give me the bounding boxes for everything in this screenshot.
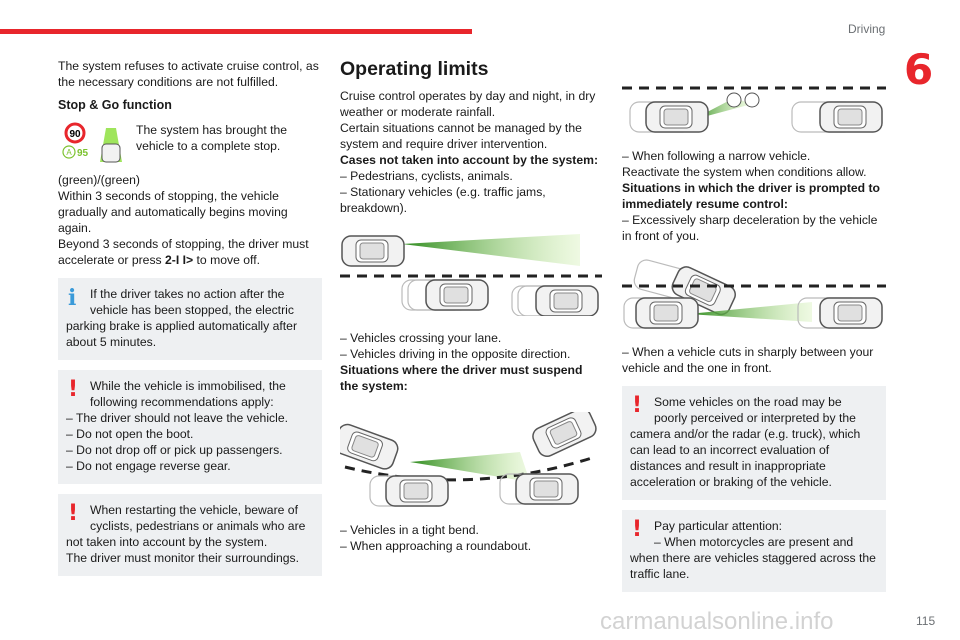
suspend-heading: Situations where the driver must suspend…	[340, 363, 583, 393]
section-title: Driving	[848, 22, 886, 36]
warning-box-immobilised: ! While the vehicle is immobilised, the …	[58, 370, 322, 484]
list-item: – The driver should not leave the vehicl…	[66, 411, 288, 425]
header-accent-bar	[0, 29, 472, 34]
info-box-text: If the driver takes no action after the …	[66, 287, 298, 349]
list-item: – Do not open the boot.	[66, 427, 194, 441]
list-item: – When a vehicle cuts in sharply between…	[622, 345, 874, 375]
info-icon: i	[68, 285, 77, 311]
warning-icon: !	[68, 501, 79, 526]
stopgo-heading: Stop & Go function	[58, 98, 172, 112]
column-1: The system refuses to activate cruise co…	[58, 58, 322, 576]
status-text: (green)/(green)	[58, 173, 140, 187]
illustration-crossing-lane	[340, 234, 602, 316]
list-item: – Vehicles in a tight bend.	[340, 523, 479, 537]
accelerate-text: Beyond 3 seconds of stopping, the driver…	[58, 237, 309, 267]
auto-move-text: Within 3 seconds of stopping, the vehicl…	[58, 189, 288, 235]
warning-icon: !	[68, 377, 79, 402]
set-speed-value: 95	[77, 148, 89, 159]
list-item: – Vehicles crossing your lane.	[340, 331, 502, 345]
column-2: Operating limits Cruise control operates…	[340, 58, 602, 554]
cruise-stopped-icon: 90 A 95	[62, 122, 122, 163]
list-item: – Stationary vehicles (e.g. traffic jams…	[340, 185, 546, 215]
list-item: – Do not engage reverse gear.	[66, 459, 231, 473]
illustration-sharp-deceleration	[622, 257, 886, 329]
operating-text: Cruise control operates by day and night…	[340, 89, 596, 119]
resume-heading: Situations in which the driver is prompt…	[622, 181, 880, 211]
limits-text: Certain situations cannot be managed by …	[340, 121, 582, 151]
column-3: – When following a narrow vehicle. React…	[622, 82, 886, 592]
list-item: – Vehicles driving in the opposite direc…	[340, 347, 571, 361]
motorcycles-text: – When motorcycles are present and when …	[630, 535, 876, 581]
list-item: – When approaching a roundabout.	[340, 539, 532, 553]
reactivate-text: Reactivate the system when conditions al…	[622, 165, 867, 179]
chapter-number: 6	[904, 45, 934, 94]
warning-icon: !	[632, 517, 643, 542]
warning-box-restart: ! When restarting the vehicle, beware of…	[58, 494, 322, 576]
speed-limit-value: 90	[69, 129, 81, 140]
perception-text: Some vehicles on the road may be poorly …	[630, 395, 861, 489]
cases-heading: Cases not taken into account by the syst…	[340, 153, 599, 167]
info-box-parking-brake: i If the driver takes no action after th…	[58, 278, 322, 360]
svg-text:A: A	[66, 148, 72, 157]
warning-box-perception: ! Some vehicles on the road may be poorl…	[622, 386, 886, 500]
list-item: – Do not drop off or pick up passengers.	[66, 443, 283, 457]
attention-text: Pay particular attention:	[654, 519, 783, 533]
list-item: – When following a narrow vehicle.	[622, 149, 811, 163]
operating-limits-heading: Operating limits	[340, 58, 489, 80]
restart-text: When restarting the vehicle, beware of c…	[66, 503, 306, 549]
warning-intro: While the vehicle is immobilised, the fo…	[90, 379, 286, 409]
page-number: 115	[916, 614, 936, 628]
monitor-text: The driver must monitor their surroundin…	[66, 551, 300, 565]
illustration-tight-bend	[340, 412, 600, 507]
illustration-narrow-vehicle	[622, 86, 886, 133]
intro-text: The system refuses to activate cruise co…	[58, 59, 319, 89]
list-item: – Pedestrians, cyclists, animals.	[340, 169, 513, 183]
stopgo-icon-text: The system has brought the vehicle to a …	[136, 123, 288, 153]
watermark: carmanualsonline.info	[600, 608, 834, 635]
warning-icon: !	[632, 393, 643, 418]
list-item: – Excessively sharp deceleration by the …	[622, 213, 878, 243]
stopgo-icon-row: 90 A 95 The system has brought the vehic…	[58, 122, 322, 172]
warning-box-attention: ! Pay particular attention: – When motor…	[622, 510, 886, 592]
